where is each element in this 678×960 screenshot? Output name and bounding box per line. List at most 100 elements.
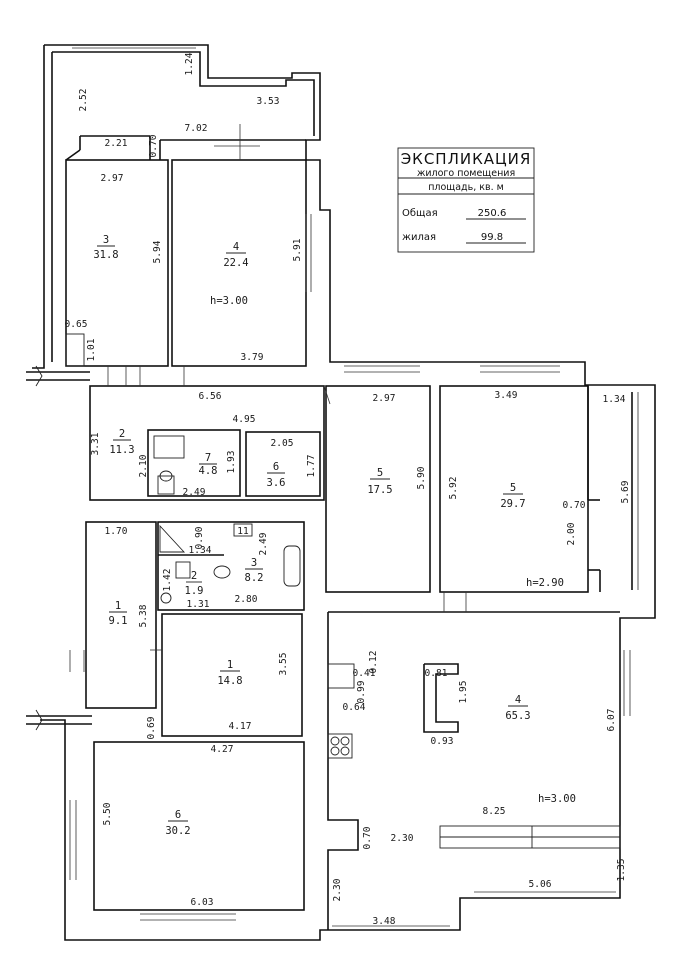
dim-label: 5.38 (138, 604, 149, 627)
dim-label: 0.69 (146, 716, 157, 739)
dim-label: 11 (237, 526, 249, 537)
room-area-1a: 9.1 (109, 615, 128, 627)
dim-label: 4.95 (233, 414, 256, 425)
dim-label: 3.49 (495, 390, 518, 401)
dim-label: 2.97 (101, 173, 124, 184)
room-num-1a: 1 (115, 600, 121, 612)
room-area-5a: 17.5 (367, 484, 392, 496)
dim-label: 1.24 (184, 52, 195, 75)
table-row2-label: жилая (402, 232, 436, 243)
table-subtitle: жилого помещения (417, 168, 515, 179)
dim-label: 8.25 (483, 806, 506, 817)
dim-label: 5.91 (292, 238, 303, 261)
table-row2-value: 99.8 (481, 232, 503, 243)
room-labels: 3 31.8 4 22.4 2 11.3 7 4.8 6 3.6 5 17.5 … (93, 234, 576, 837)
room-num-3b: 3 (251, 557, 257, 569)
dim-label: 1.95 (458, 681, 469, 704)
dim-label: 3.79 (241, 352, 264, 363)
room-area-3b: 8.2 (245, 572, 264, 584)
table-row1-label: Общая (402, 208, 438, 219)
dim-label: 6.03 (191, 897, 214, 908)
dim-label: 2.30 (332, 878, 343, 901)
table-area-header: площадь, кв. м (428, 182, 504, 193)
dim-label: 0.99 (356, 680, 367, 703)
dim-label: 3.31 (90, 432, 101, 455)
dim-label: 5.94 (152, 240, 163, 263)
dim-label: 6.56 (199, 391, 222, 402)
room-area-4: 22.4 (223, 257, 248, 269)
dim-label: 1.34 (603, 394, 626, 405)
dim-label: 2.80 (235, 594, 258, 605)
dim-label: 0.41 (353, 668, 376, 679)
dim-label: 0.93 (431, 736, 454, 747)
dim-label: 5.90 (416, 466, 427, 489)
outer-walls (26, 44, 656, 941)
room-area-5b: 29.7 (500, 498, 525, 510)
room-area-2: 11.3 (109, 444, 134, 456)
dim-label: 1.93 (226, 451, 237, 474)
room-area-4b: 65.3 (505, 710, 530, 722)
room-num-5a: 5 (377, 467, 383, 479)
fixtures (153, 435, 301, 604)
dim-label: 5.92 (448, 477, 459, 500)
dim-label: 2.00 (566, 522, 577, 545)
room-num-5b: 5 (510, 482, 516, 494)
height-label-2: h=2.90 (526, 577, 564, 589)
dim-label: 0.12 (368, 651, 379, 674)
room-num-4b: 4 (515, 694, 521, 706)
dim-label: 7.02 (185, 123, 208, 134)
dim-label: 0.70 (148, 134, 159, 157)
dim-label: 0.65 (65, 319, 88, 330)
room-num-4: 4 (233, 241, 239, 253)
table-row1-value: 250.6 (478, 208, 507, 219)
dim-label: 4.17 (229, 721, 252, 732)
room-num-1b: 1 (227, 659, 233, 671)
room-num-3: 3 (103, 234, 109, 246)
dim-label: 2.49 (258, 532, 269, 555)
dim-label: 0.90 (194, 526, 205, 549)
dim-label: 5.50 (102, 802, 113, 825)
dim-label: 2.30 (391, 833, 414, 844)
explication-table: ЭКСПЛИКАЦИЯ жилого помещения площадь, кв… (397, 147, 535, 253)
dim-label: 5.06 (529, 879, 552, 890)
interior-walls (65, 135, 633, 930)
dim-label: 2.05 (271, 438, 294, 449)
windows (69, 47, 639, 927)
dim-label: 0.70 (563, 500, 586, 511)
dim-label: 2.52 (78, 89, 89, 112)
dim-label: 0.64 (343, 702, 366, 713)
dim-label: 1.77 (306, 455, 317, 478)
room-area-2b: 1.9 (185, 585, 204, 597)
room-area-3: 31.8 (93, 249, 118, 261)
dim-label: 4.27 (211, 744, 234, 755)
dim-label: 5.69 (620, 480, 631, 503)
dim-label: 2.21 (105, 138, 128, 149)
room-area-1b: 14.8 (217, 675, 242, 687)
room-num-6b: 6 (175, 809, 181, 821)
dim-label: 1.01 (86, 338, 97, 361)
dim-label: 3.55 (278, 653, 289, 676)
room-area-6: 3.6 (267, 477, 286, 489)
dim-label: 1.70 (105, 526, 128, 537)
dim-label: 0.70 (362, 826, 373, 849)
dim-label: 1.35 (616, 859, 627, 882)
height-label-3: h=3.00 (538, 793, 576, 805)
room-num-2b: 2 (191, 570, 197, 582)
table-title: ЭКСПЛИКАЦИЯ (401, 150, 532, 168)
room-area-7: 4.8 (199, 465, 218, 477)
dim-label: 3.48 (373, 916, 396, 927)
dim-label: 6.07 (606, 709, 617, 732)
dim-label: 3.53 (257, 96, 280, 107)
room-num-2: 2 (119, 428, 125, 440)
dim-label: 1.34 (189, 545, 212, 556)
room-num-7: 7 (205, 452, 211, 464)
height-label-1: h=3.00 (210, 295, 248, 307)
dimension-labels: 1.24 2.52 3.53 7.02 2.21 0.70 2.97 5.94 … (65, 52, 631, 927)
dim-label: 0.81 (425, 668, 448, 679)
dim-label: 2.49 (183, 487, 206, 498)
dim-label: 1.42 (162, 569, 173, 592)
room-area-6b: 30.2 (165, 825, 190, 837)
dim-label: 2.10 (138, 454, 149, 477)
dim-label: 1.31 (187, 599, 210, 610)
